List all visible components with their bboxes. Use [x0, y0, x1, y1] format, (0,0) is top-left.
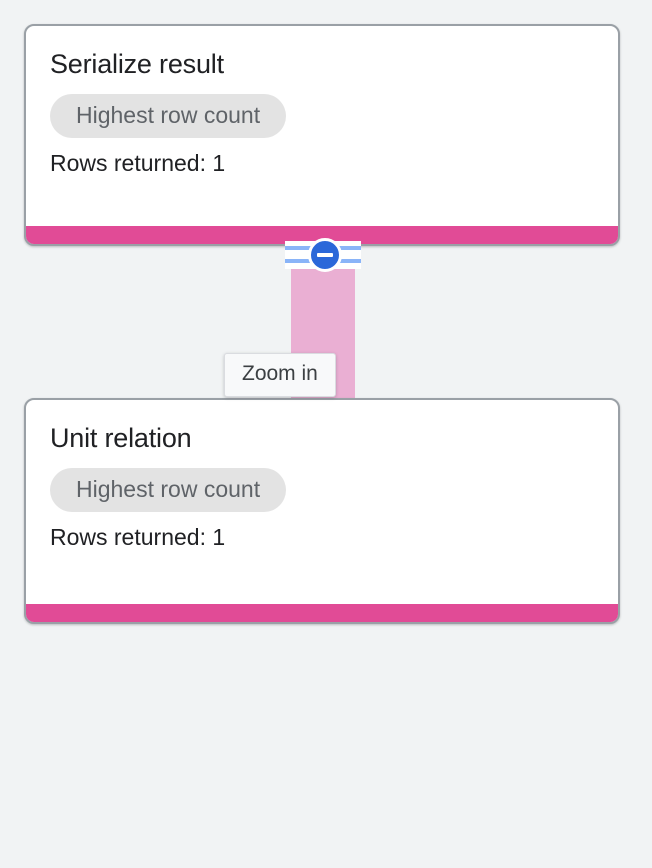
node-rows-returned: Rows returned: 1: [50, 524, 226, 550]
node-badge-highest-row-count: Highest row count: [50, 468, 287, 512]
node-card-unit-relation[interactable]: Unit relation Highest row count Rows ret…: [24, 398, 620, 624]
node-title: Unit relation: [50, 423, 192, 453]
node-badge-highest-row-count: Highest row count: [50, 94, 287, 138]
edge-collapse-control[interactable]: [285, 238, 361, 272]
minus-glyph: [317, 253, 333, 257]
node-card-serialize-result[interactable]: Serialize result Highest row count Rows …: [24, 24, 620, 246]
node-body: Unit relation Highest row count Rows ret…: [26, 400, 618, 604]
node-title: Serialize result: [50, 49, 224, 79]
node-accent-bar: [26, 604, 618, 622]
node-accent-bar: [26, 226, 618, 244]
tooltip-zoom-in: Zoom in: [224, 353, 336, 397]
node-body: Serialize result Highest row count Rows …: [26, 26, 618, 226]
minus-circle-icon[interactable]: [308, 238, 342, 272]
node-rows-returned: Rows returned: 1: [50, 150, 226, 176]
